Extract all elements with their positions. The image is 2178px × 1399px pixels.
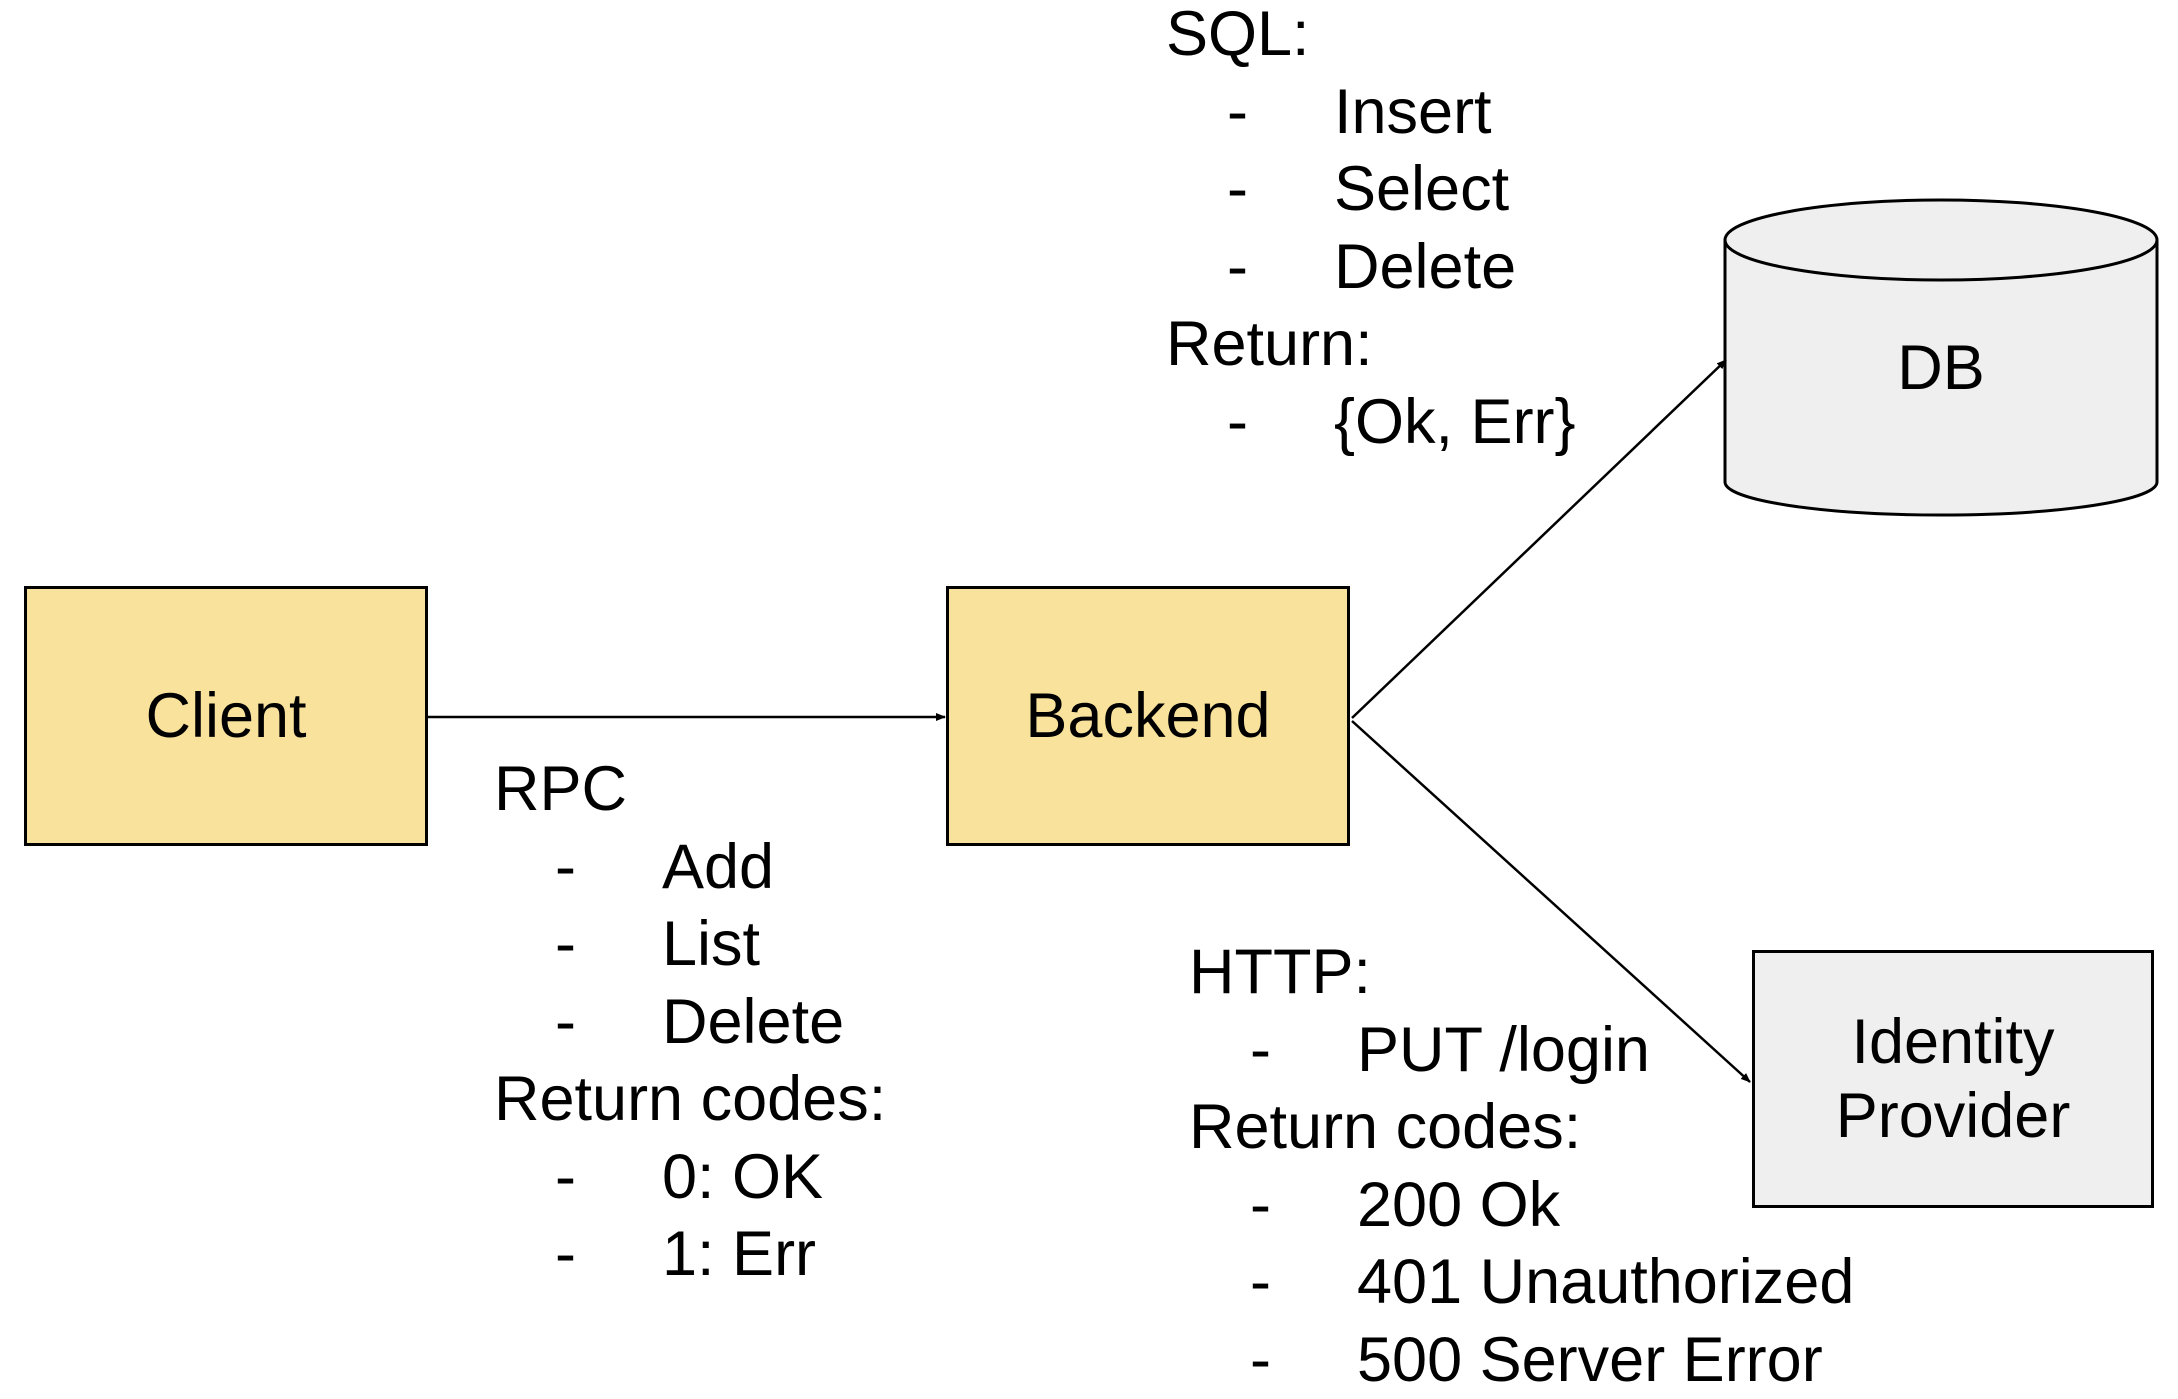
- rpc-annotation: RPC - Add - List - Delete Return codes: …: [494, 751, 886, 1294]
- sql-item: - Insert: [1166, 74, 1373, 152]
- backend-node-label: Backend: [1025, 679, 1270, 753]
- bullet-dash: -: [1227, 74, 1248, 152]
- db-node-label: DB: [1725, 332, 2157, 404]
- rpc-item-text: List: [662, 906, 760, 984]
- sql-item: - Select: [1166, 151, 1373, 229]
- sql-item-text: Delete: [1334, 229, 1516, 307]
- rpc-return-item-text: 0: OK: [662, 1139, 823, 1217]
- sql-item-text: Select: [1334, 151, 1509, 229]
- http-return-heading: Return codes:: [1189, 1089, 1581, 1167]
- client-node-label: Client: [145, 679, 306, 753]
- sql-return-item-text: {Ok, Err}: [1334, 384, 1576, 462]
- rpc-item: - List: [494, 906, 886, 984]
- db-cylinder-top: [1725, 200, 2157, 280]
- sql-return-heading: Return:: [1166, 306, 1373, 384]
- identity-provider-node-label: Identity Provider: [1836, 1005, 2071, 1154]
- http-return-item-text: 200 Ok: [1357, 1167, 1560, 1245]
- sql-return-item: - {Ok, Err}: [1166, 384, 1373, 462]
- bullet-dash: -: [555, 984, 576, 1062]
- bullet-dash: -: [555, 1139, 576, 1217]
- rpc-heading: RPC: [494, 751, 886, 829]
- http-item: - PUT /login: [1189, 1012, 1581, 1090]
- bullet-dash: -: [555, 829, 576, 907]
- identity-provider-node[interactable]: Identity Provider: [1752, 950, 2154, 1208]
- rpc-return-item: - 1: Err: [494, 1216, 886, 1294]
- sql-heading: SQL:: [1166, 0, 1373, 74]
- http-item-text: PUT /login: [1357, 1012, 1650, 1090]
- bullet-dash: -: [1250, 1322, 1271, 1399]
- sql-item: - Delete: [1166, 229, 1373, 307]
- bullet-dash: -: [1250, 1244, 1271, 1322]
- rpc-return-item-text: 1: Err: [662, 1216, 816, 1294]
- bullet-dash: -: [1250, 1012, 1271, 1090]
- sql-item-text: Insert: [1334, 74, 1492, 152]
- bullet-dash: -: [1227, 229, 1248, 307]
- http-return-item: - 200 Ok: [1189, 1167, 1581, 1245]
- bullet-dash: -: [555, 906, 576, 984]
- sql-annotation: SQL: - Insert - Select - Delete Return: …: [1166, 0, 1373, 461]
- rpc-item: - Add: [494, 829, 886, 907]
- http-return-item: - 401 Unauthorized: [1189, 1244, 1581, 1322]
- rpc-return-heading: Return codes:: [494, 1061, 886, 1139]
- rpc-item-text: Add: [662, 829, 774, 907]
- bullet-dash: -: [1227, 384, 1248, 462]
- bullet-dash: -: [1227, 151, 1248, 229]
- rpc-item-text: Delete: [662, 984, 844, 1062]
- http-return-item-text: 401 Unauthorized: [1357, 1244, 1854, 1322]
- bullet-dash: -: [1250, 1167, 1271, 1245]
- http-return-item-text: 500 Server Error: [1357, 1322, 1823, 1399]
- rpc-item: - Delete: [494, 984, 886, 1062]
- backend-node[interactable]: Backend: [946, 586, 1350, 846]
- http-heading: HTTP:: [1189, 934, 1581, 1012]
- http-annotation: HTTP: - PUT /login Return codes: - 200 O…: [1189, 934, 1581, 1399]
- bullet-dash: -: [555, 1216, 576, 1294]
- client-node[interactable]: Client: [24, 586, 428, 846]
- http-return-item: - 500 Server Error: [1189, 1322, 1581, 1399]
- rpc-return-item: - 0: OK: [494, 1139, 886, 1217]
